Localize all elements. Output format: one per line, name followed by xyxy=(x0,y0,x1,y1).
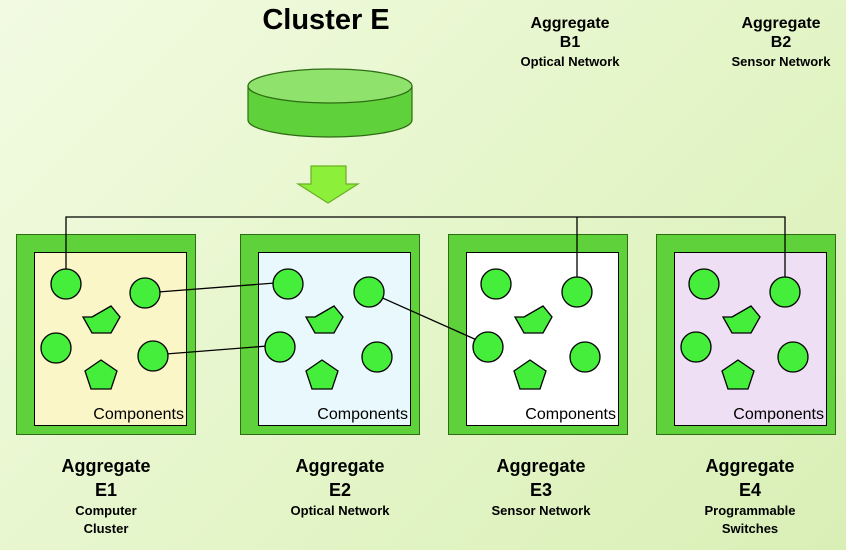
component-node-pentagon xyxy=(305,359,339,390)
component-nodes xyxy=(40,268,809,390)
aggregate-e3-desc: Sensor Network xyxy=(491,503,591,518)
component-node-hexagon xyxy=(304,305,344,334)
aggregate-b1-name: Aggregate xyxy=(530,15,610,32)
component-node-circle xyxy=(272,268,304,300)
aggregate-e3: Aggregate E3 Sensor Network xyxy=(446,454,636,520)
aggregate-e2-id: E2 xyxy=(328,480,352,500)
component-node-hexagon xyxy=(81,305,121,334)
aggregate-b1-desc: Optical Network xyxy=(520,54,620,69)
component-node-circle xyxy=(50,268,82,300)
component-node-circle xyxy=(769,276,801,308)
component-node-circle xyxy=(353,276,385,308)
component-node-circle xyxy=(688,268,720,300)
cluster-title: Cluster E xyxy=(262,4,390,36)
component-node-hexagon xyxy=(513,305,553,334)
aggregate-e4-desc2: Switches xyxy=(721,521,779,536)
components-label: Components xyxy=(525,406,616,423)
aggregate-box-e4: Components xyxy=(656,234,836,435)
component-node-circle xyxy=(40,332,72,364)
aggregate-e1-desc: Computer xyxy=(75,503,137,518)
components-label: Components xyxy=(317,406,408,423)
aggregate-b2-id: B2 xyxy=(770,34,792,51)
components-label: Components xyxy=(733,406,824,423)
aggregate-b1: Aggregate B1 Optical Network xyxy=(495,14,645,71)
aggregate-b1-id: B1 xyxy=(559,34,581,51)
aggregate-box-e2: Components xyxy=(240,234,420,435)
aggregate-e2-name: Aggregate xyxy=(295,456,385,476)
components-label: Components xyxy=(93,406,184,423)
aggregate-e1: Aggregate E1 Computer Cluster xyxy=(11,454,201,538)
component-node-circle xyxy=(129,277,161,309)
aggregate-e3-name: Aggregate xyxy=(496,456,586,476)
aggregate-e4-name: Aggregate xyxy=(705,456,795,476)
aggregate-e4: Aggregate E4 Programmable Switches xyxy=(655,454,845,538)
aggregate-b2-name: Aggregate xyxy=(741,15,821,32)
component-node-hexagon xyxy=(721,305,761,334)
component-node-pentagon xyxy=(84,359,118,390)
component-node-circle xyxy=(680,331,712,363)
aggregate-e1-id: E1 xyxy=(94,480,118,500)
component-node-circle xyxy=(472,331,504,363)
database-icon xyxy=(247,68,413,138)
component-node-circle xyxy=(361,341,393,373)
down-arrow-icon xyxy=(295,165,361,204)
component-node-circle xyxy=(777,341,809,373)
component-node-circle xyxy=(137,340,169,372)
aggregate-e4-desc: Programmable xyxy=(704,503,796,518)
aggregate-e1-desc2: Cluster xyxy=(83,521,129,536)
aggregate-b2-desc: Sensor Network xyxy=(731,54,831,69)
aggregate-e1-name: Aggregate xyxy=(61,456,151,476)
aggregate-e2-desc: Optical Network xyxy=(290,503,390,518)
component-node-circle xyxy=(264,331,296,363)
component-node-pentagon xyxy=(721,359,755,390)
component-node-circle xyxy=(569,341,601,373)
aggregate-b2: Aggregate B2 Sensor Network xyxy=(706,14,846,71)
component-node-circle xyxy=(480,268,512,300)
connection-lines xyxy=(65,216,786,356)
aggregate-e2: Aggregate E2 Optical Network xyxy=(245,454,435,520)
component-node-circle xyxy=(561,276,593,308)
aggregate-e3-id: E3 xyxy=(529,480,553,500)
component-node-pentagon xyxy=(513,359,547,390)
aggregate-e4-id: E4 xyxy=(738,480,762,500)
